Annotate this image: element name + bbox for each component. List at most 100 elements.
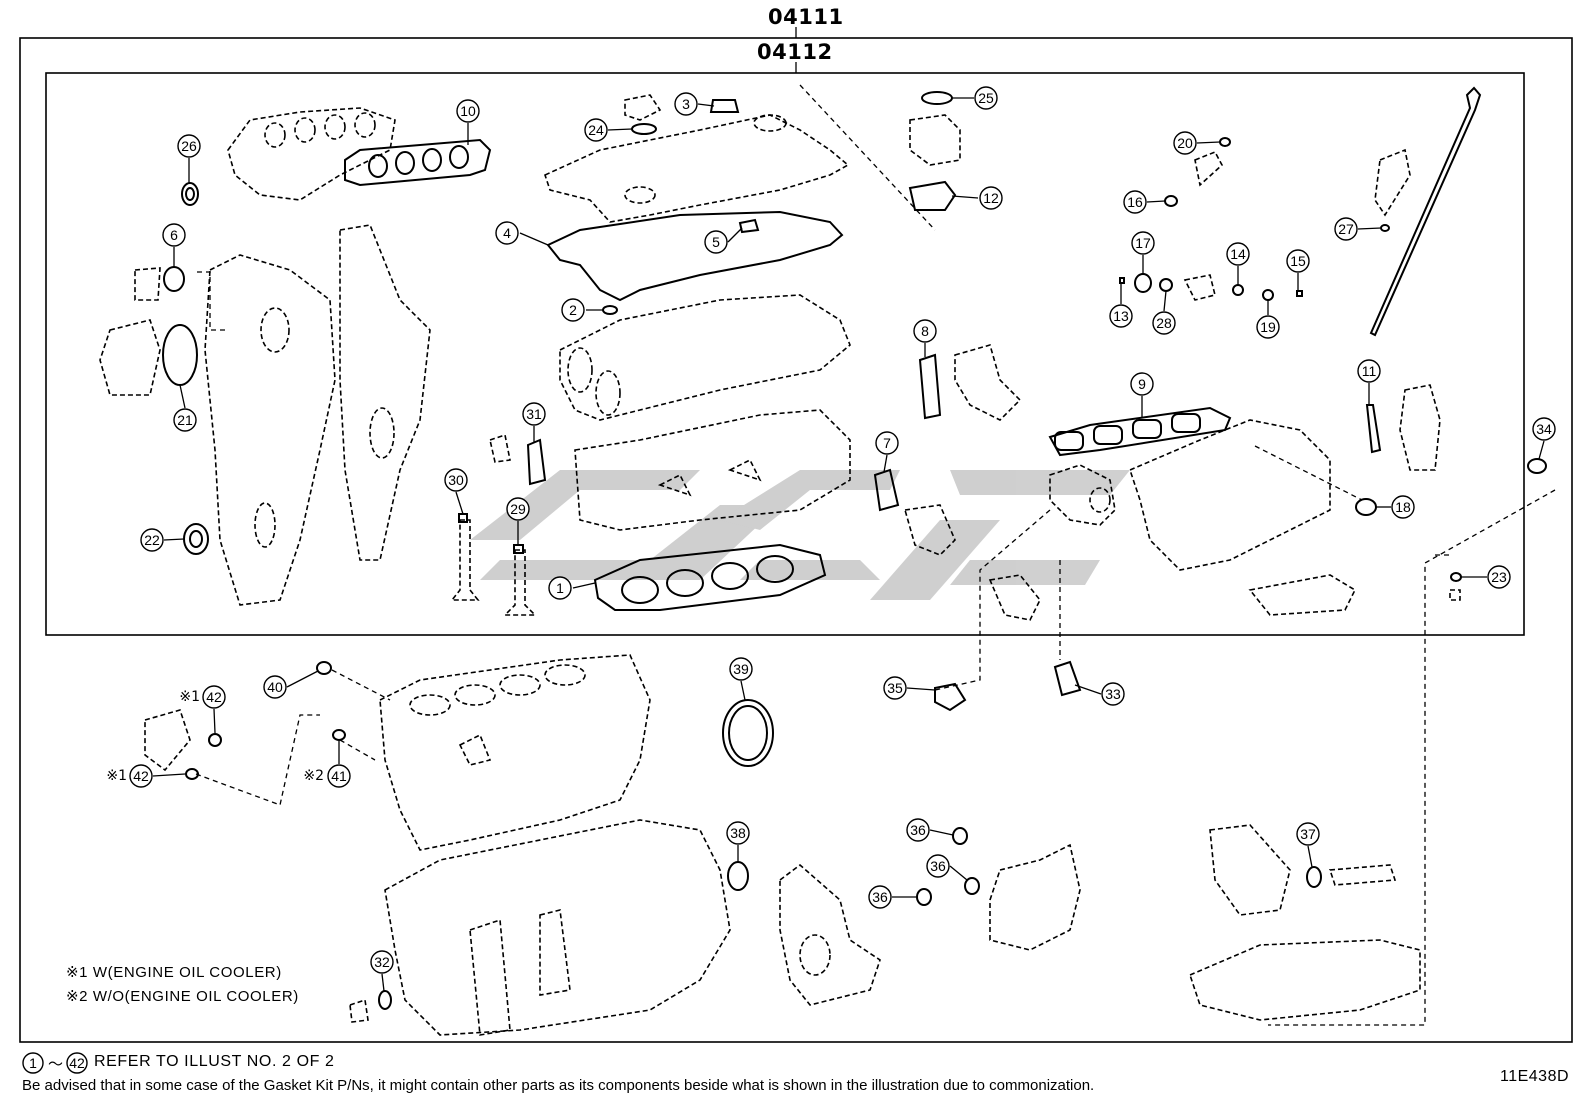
svg-text:42: 42 bbox=[206, 689, 222, 705]
svg-text:37: 37 bbox=[1300, 826, 1316, 842]
note-without-oil-cooler: ※2 W/O(ENGINE OIL COOLER) bbox=[66, 988, 299, 1005]
callout-21: 21 bbox=[173, 384, 197, 432]
illustration-id: 11E438D bbox=[1500, 1068, 1570, 1085]
water-pump-gasket bbox=[162, 324, 198, 386]
water-inlet bbox=[1209, 824, 1291, 916]
kit-number-outer: 04111 bbox=[768, 5, 844, 29]
gasket-15 bbox=[1296, 290, 1303, 297]
svg-text:※1: ※1 bbox=[179, 689, 200, 705]
gasket-11 bbox=[1365, 404, 1382, 454]
o-ring-41 bbox=[332, 729, 346, 741]
cylinder-head-cover bbox=[544, 114, 850, 223]
callout-12: 12 bbox=[951, 186, 1003, 210]
callout-29: 29 bbox=[506, 497, 530, 545]
callout-4: 4 bbox=[495, 221, 549, 246]
gasket-36-c bbox=[916, 888, 932, 906]
callout-1: 1 bbox=[548, 576, 596, 600]
svg-text:29: 29 bbox=[510, 501, 526, 517]
kit-number-inner: 04112 bbox=[757, 40, 833, 64]
svg-text:16: 16 bbox=[1127, 194, 1143, 210]
svg-text:27: 27 bbox=[1338, 221, 1354, 237]
callout-37: 37 bbox=[1296, 822, 1320, 868]
oil-level-gauge bbox=[1369, 86, 1482, 337]
svg-text:33: 33 bbox=[1105, 686, 1121, 702]
crankshaft-oil-seal bbox=[183, 523, 209, 555]
gasket-34 bbox=[1527, 458, 1547, 474]
callout-14: 14 bbox=[1226, 242, 1250, 285]
svg-text:15: 15 bbox=[1290, 253, 1306, 269]
callout-32: 32 bbox=[370, 950, 394, 992]
svg-text:4: 4 bbox=[503, 225, 511, 241]
kit-04112-frame bbox=[45, 72, 1525, 636]
svg-text:10: 10 bbox=[460, 103, 476, 119]
svg-text:34: 34 bbox=[1536, 421, 1552, 437]
svg-text:32: 32 bbox=[374, 954, 390, 970]
throttle-body bbox=[1049, 464, 1116, 526]
callout-35: 35 bbox=[883, 676, 936, 700]
timing-chain-cover bbox=[204, 254, 336, 606]
exhaust-manifold-insulator bbox=[227, 107, 396, 201]
callout-26: 26 bbox=[177, 134, 201, 183]
cylinder-head bbox=[574, 409, 851, 531]
footer-refer-text: REFER TO ILLUST NO. 2 OF 2 bbox=[94, 1053, 335, 1070]
svg-text:28: 28 bbox=[1156, 315, 1172, 331]
oil-pan bbox=[1189, 939, 1421, 1021]
callout-40: 40 bbox=[263, 670, 319, 699]
o-ring-6 bbox=[163, 266, 185, 292]
note-with-oil-cooler: ※1 W(ENGINE OIL COOLER) bbox=[66, 964, 282, 981]
svg-text:36: 36 bbox=[930, 858, 946, 874]
gasket-13 bbox=[1119, 277, 1125, 284]
svg-text:2: 2 bbox=[569, 302, 577, 318]
svg-text:17: 17 bbox=[1135, 235, 1151, 251]
callout-16: 16 bbox=[1123, 190, 1166, 214]
svg-text:38: 38 bbox=[730, 825, 746, 841]
svg-text:36: 36 bbox=[872, 889, 888, 905]
svg-text:11: 11 bbox=[1362, 363, 1377, 379]
callout-9: 9 bbox=[1130, 372, 1154, 418]
gasket-37 bbox=[1306, 866, 1322, 888]
svg-text:31: 31 bbox=[526, 406, 542, 422]
callout-27: 27 bbox=[1334, 217, 1382, 241]
svg-text:41: 41 bbox=[331, 768, 347, 784]
gasket-18 bbox=[1355, 498, 1377, 516]
camshaft-bearing-seal bbox=[602, 305, 618, 315]
gasket-31 bbox=[526, 438, 547, 486]
exhaust-manifold-ports bbox=[264, 112, 376, 148]
callout-11: 11 bbox=[1357, 359, 1381, 405]
svg-text:24: 24 bbox=[588, 122, 604, 138]
gasket-36-a bbox=[952, 827, 968, 845]
callout-15: 15 bbox=[1286, 249, 1310, 291]
exhaust-manifold-gasket bbox=[344, 138, 492, 187]
callout-3: 3 bbox=[674, 92, 715, 116]
svg-text:6: 6 bbox=[170, 227, 178, 243]
footer-range-start-badge: 1 bbox=[22, 1052, 44, 1074]
callout-42-upper: ※1 42 bbox=[179, 685, 226, 734]
head-cover-gasket bbox=[546, 210, 844, 302]
oil-pump bbox=[779, 863, 881, 1006]
callout-38: 38 bbox=[726, 821, 750, 862]
svg-text:7: 7 bbox=[883, 435, 891, 451]
callout-31: 31 bbox=[522, 402, 546, 442]
o-ring-27 bbox=[1380, 224, 1390, 232]
callout-33: 33 bbox=[1074, 682, 1125, 706]
sensor-14 bbox=[1183, 274, 1216, 301]
svg-text:35: 35 bbox=[887, 680, 903, 696]
svg-text:※1: ※1 bbox=[106, 768, 127, 784]
callout-24: 24 bbox=[584, 118, 633, 142]
callout-17: 17 bbox=[1131, 231, 1155, 274]
gasket-28 bbox=[1159, 278, 1173, 292]
svg-text:1: 1 bbox=[29, 1055, 37, 1071]
callout-36-c: 36 bbox=[868, 885, 917, 909]
gasket-38 bbox=[727, 861, 749, 891]
water-outlet bbox=[909, 114, 961, 166]
rear-oil-seal bbox=[722, 699, 774, 767]
svg-text:13: 13 bbox=[1113, 308, 1129, 324]
gasket-32 bbox=[378, 990, 392, 1010]
callout-19: 19 bbox=[1256, 300, 1280, 339]
footer-range-end-badge: 42 bbox=[66, 1052, 88, 1074]
callout-7: 7 bbox=[875, 431, 899, 473]
svg-text:42: 42 bbox=[69, 1055, 85, 1071]
valve-29 bbox=[503, 549, 537, 616]
plug-tube-gasket bbox=[738, 218, 760, 234]
svg-text:20: 20 bbox=[1177, 135, 1193, 151]
